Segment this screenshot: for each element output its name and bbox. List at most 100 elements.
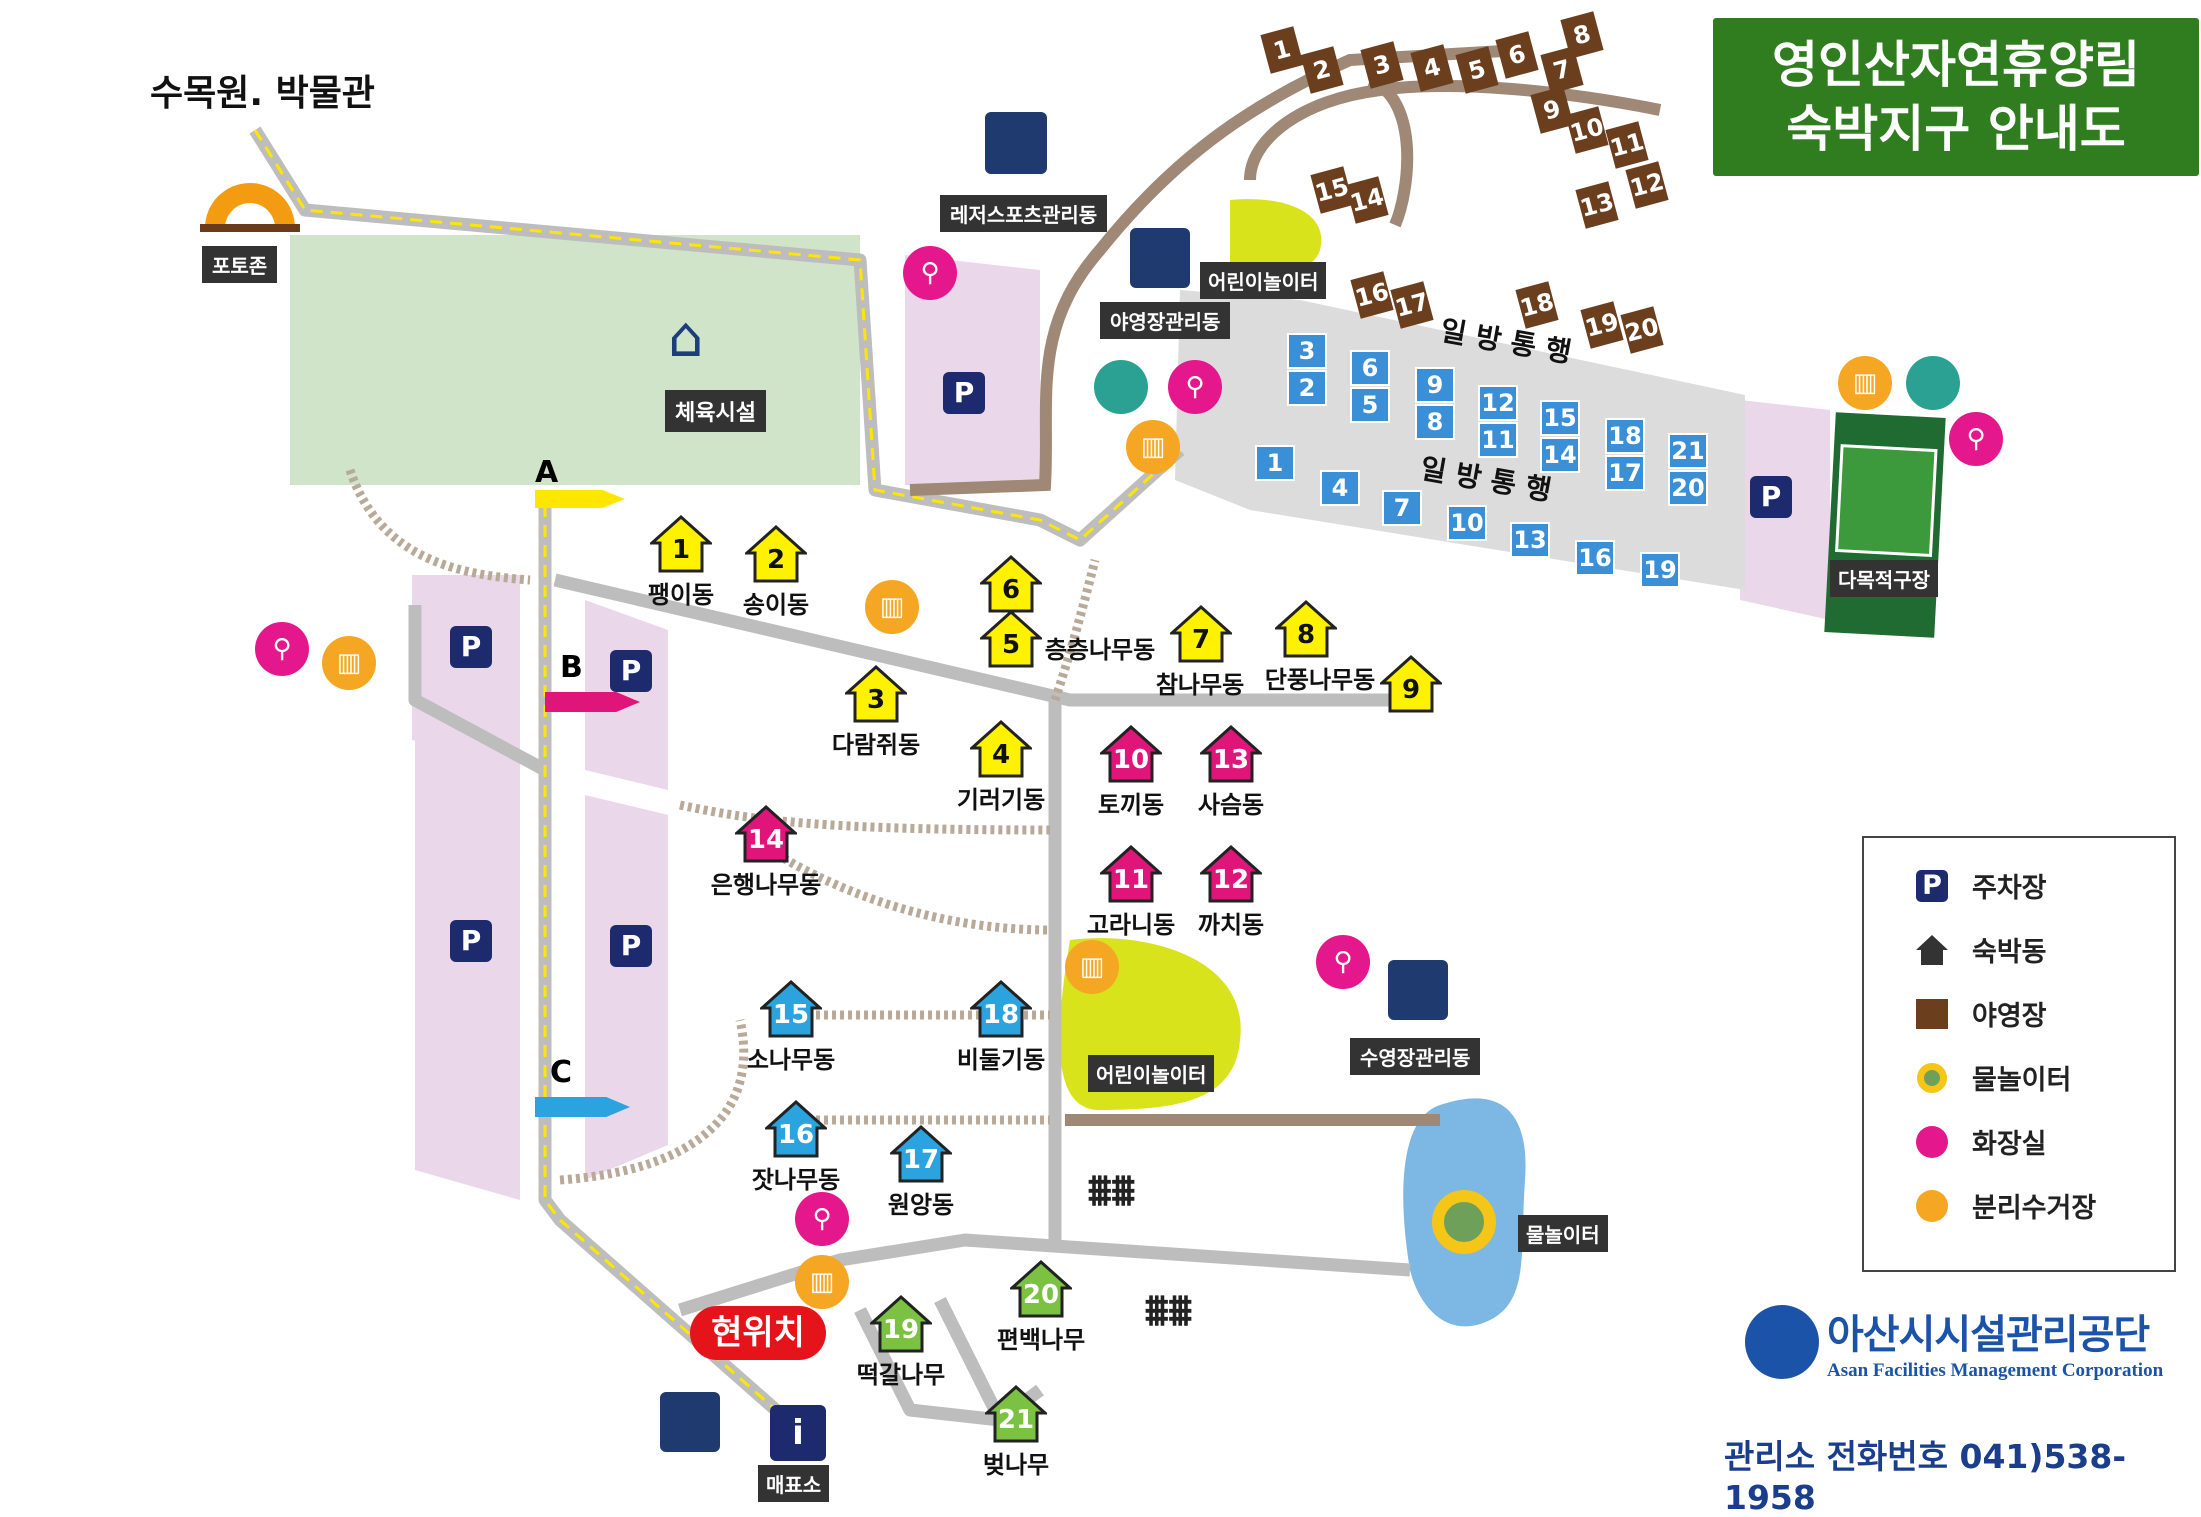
camp-plot-4[interactable]: 4 <box>1320 470 1360 506</box>
camp-plot-7[interactable]: 7 <box>1382 490 1422 526</box>
phone-number[interactable]: 관리소 전화번호 041)538-1958 <box>1724 1437 2127 1517</box>
camp-plot-3[interactable]: 3 <box>1287 333 1327 369</box>
cabin-name: 떡갈나무 <box>856 1361 946 1389</box>
parking-icon[interactable]: P <box>1750 476 1792 518</box>
camp-plot-12[interactable]: 12 <box>1478 385 1518 421</box>
camp-plot-9[interactable]: 9 <box>1415 367 1455 403</box>
soccer-field-label[interactable]: 다목적구장 <box>1830 560 1938 597</box>
org-logo-icon <box>1745 1305 1819 1379</box>
info-icon: i <box>770 1405 826 1461</box>
arboretum-label[interactable]: 수목원. 박물관 <box>150 73 375 114</box>
gym-icon: ⌂ <box>668 305 704 370</box>
cabin-9[interactable]: 9 <box>1378 654 1444 713</box>
cabin-3[interactable]: 3 다람쥐동 <box>832 664 920 759</box>
cabin-icon: 7 <box>1168 604 1234 663</box>
ticket-office-label[interactable]: 매표소 <box>758 1465 830 1502</box>
cabin-icon: 17 <box>888 1124 954 1183</box>
parking-lot-right1[interactable] <box>585 600 668 790</box>
parking-icon[interactable]: P <box>610 650 652 692</box>
camp-plot-18[interactable]: 18 <box>1605 418 1645 454</box>
camp-plot-15[interactable]: 15 <box>1540 400 1580 436</box>
camp-plot-1[interactable]: 1 <box>1255 445 1295 481</box>
pool-office-label[interactable]: 수영장관리동 <box>1350 1038 1481 1075</box>
map-title: 영인산자연휴양림 숙박지구 안내도 <box>1713 18 2199 176</box>
playground-top-area[interactable] <box>1230 199 1322 273</box>
building-icon <box>660 1392 720 1452</box>
cabin-name: 층층나무동 <box>1044 636 1156 664</box>
cabin-5[interactable]: 5 층층나무동 <box>978 609 1155 668</box>
parking-icon[interactable]: P <box>450 920 492 962</box>
parking-icon[interactable]: P <box>943 372 985 414</box>
cabin-icon: 14 <box>733 804 799 863</box>
camp-plot-10[interactable]: 10 <box>1447 505 1487 541</box>
playground-top-label[interactable]: 어린이놀이터 <box>1200 262 1327 299</box>
parking-lot-top[interactable] <box>905 255 1040 485</box>
cabin-icon: 13 <box>1198 724 1264 783</box>
building-icon <box>1388 960 1448 1020</box>
playground-mid-label[interactable]: 어린이놀이터 <box>1088 1055 1215 1092</box>
cabin-number: 1 <box>671 535 691 565</box>
cabin-number: 6 <box>1001 575 1021 605</box>
camp-plot-2[interactable]: 2 <box>1287 370 1327 406</box>
cabin-number: 3 <box>866 685 886 715</box>
camp-plot-14[interactable]: 14 <box>1540 437 1580 473</box>
camp-plot-20[interactable]: 20 <box>1668 470 1708 506</box>
leisure-office-label[interactable]: 레저스포츠관리동 <box>940 195 1108 232</box>
water-play-label[interactable]: 물놀이터 <box>1518 1215 1608 1252</box>
photo-zone-label[interactable]: 포토존 <box>202 246 278 283</box>
legend-item-cabin: 숙박동 <box>1914 930 2047 969</box>
parking-icon[interactable]: P <box>450 626 492 668</box>
title-line2: 숙박지구 안내도 <box>1786 100 2126 158</box>
cabin-7[interactable]: 7 참나무동 <box>1156 604 1244 699</box>
parking-lot-left2[interactable] <box>415 725 520 1200</box>
org-name: 아산시시설관리공단 <box>1827 1312 2150 1358</box>
parking-lot-right2[interactable] <box>585 795 668 1180</box>
cabin-6[interactable]: 6 <box>978 554 1044 613</box>
restroom-icon: ⚲ <box>1168 360 1222 414</box>
camp-plot-6[interactable]: 6 <box>1350 350 1390 386</box>
restroom-icon <box>1914 1124 1950 1160</box>
current-location-badge: 현위치 <box>690 1306 826 1360</box>
cabin-name: 참나무동 <box>1155 671 1245 699</box>
camp-plot-17[interactable]: 17 <box>1605 455 1645 491</box>
gate-c-label: C <box>550 1055 573 1090</box>
parking-icon[interactable]: P <box>610 925 652 967</box>
camp-plot-19[interactable]: 19 <box>1640 552 1680 588</box>
water-play-icon <box>1914 1060 1950 1096</box>
legend-item-water-play: 물놀이터 <box>1914 1058 2071 1097</box>
sports-facility-label[interactable]: 체육시설 <box>665 390 766 432</box>
camp-plot-11[interactable]: 11 <box>1478 422 1518 458</box>
recycle-icon: ▥ <box>1065 940 1119 994</box>
camp-office-label[interactable]: 야영장관리동 <box>1100 302 1231 339</box>
cabin-name: 다람쥐동 <box>831 731 921 759</box>
camp-plot-13[interactable]: 13 <box>1510 522 1550 558</box>
cabin-icon: 20 <box>1008 1259 1074 1318</box>
restroom-icon: ⚲ <box>1949 412 2003 466</box>
cabin-number: 5 <box>1001 630 1021 660</box>
soccer-field[interactable] <box>1835 444 1938 557</box>
camp-plot-16[interactable]: 16 <box>1575 540 1615 576</box>
camp-plot-21[interactable]: 21 <box>1668 433 1708 469</box>
campsite-icon <box>1914 996 1950 1032</box>
camp-plot-5[interactable]: 5 <box>1350 387 1390 423</box>
picnic-table-icon: ⩩⩩ <box>1145 1285 1192 1336</box>
camp-plot-8[interactable]: 8 <box>1415 404 1455 440</box>
restroom-icon: ⚲ <box>903 246 957 300</box>
